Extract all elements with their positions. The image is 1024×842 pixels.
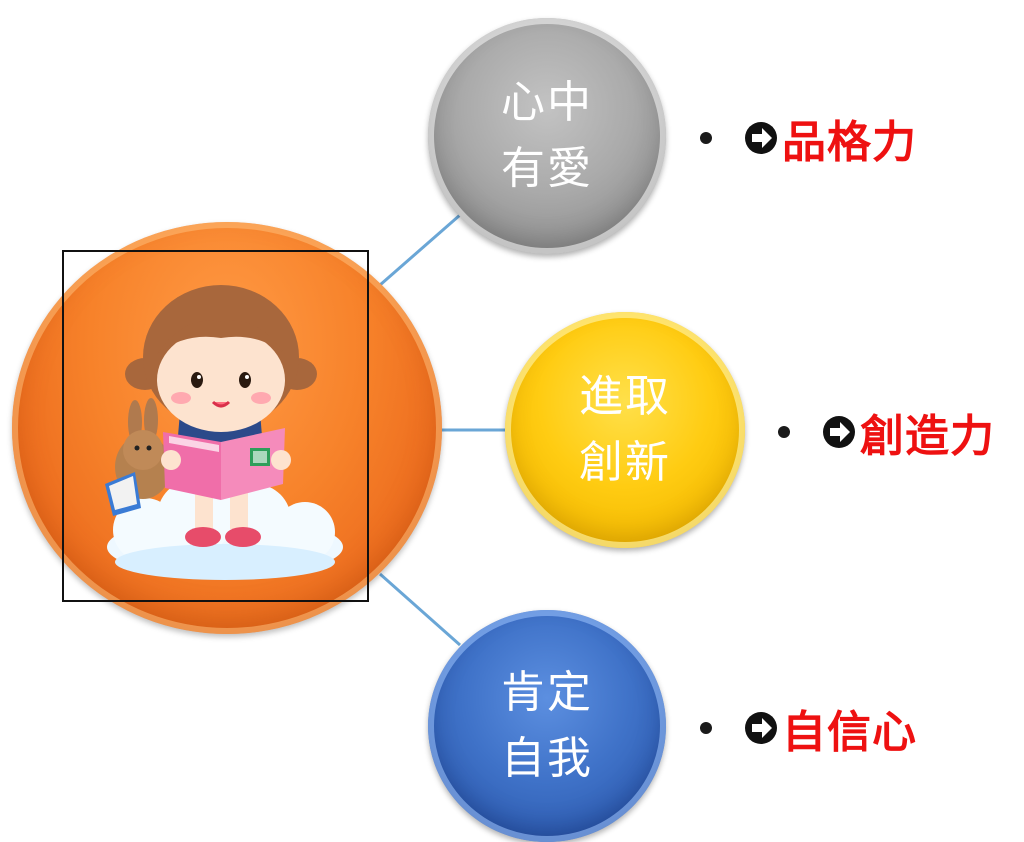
result-label-gray: 品格力	[782, 117, 917, 168]
circle-arrow-right-icon	[823, 416, 855, 448]
connector-gray	[379, 213, 461, 287]
left-hand-icon	[161, 450, 181, 470]
node-blue-line1: 肯定	[501, 667, 593, 718]
right-hand-icon	[271, 450, 291, 470]
bullet-dot-icon	[778, 426, 790, 438]
result-label-yellow: 創造力	[860, 411, 995, 462]
node-gray-line2: 有愛	[501, 143, 593, 194]
result-row-blue: 自信心	[700, 696, 917, 760]
bunny-icon	[105, 398, 171, 516]
node-yellow-line1: 進取	[579, 371, 671, 422]
bullet-dot-icon	[700, 132, 712, 144]
child-head-icon	[125, 285, 317, 432]
child-legs-icon	[185, 487, 261, 547]
connector-blue	[379, 572, 461, 647]
book-icon	[163, 428, 285, 500]
node-yellow: 進取 創新	[505, 312, 745, 548]
node-blue-line2: 自我	[501, 733, 593, 784]
circle-arrow-right-icon	[745, 712, 777, 744]
child-reading-illustration	[105, 285, 343, 580]
node-gray: 心中 有愛	[428, 18, 666, 254]
result-label-blue: 自信心	[782, 707, 917, 758]
node-yellow-line2: 創新	[579, 437, 671, 488]
image-frame	[62, 250, 369, 602]
bullet-dot-icon	[700, 722, 712, 734]
circle-arrow-right-icon	[745, 122, 777, 154]
node-blue: 肯定 自我	[428, 610, 666, 842]
result-row-gray: 品格力	[700, 106, 917, 170]
node-gray-line1: 心中	[501, 77, 593, 128]
result-row-yellow: 創造力	[778, 400, 995, 464]
